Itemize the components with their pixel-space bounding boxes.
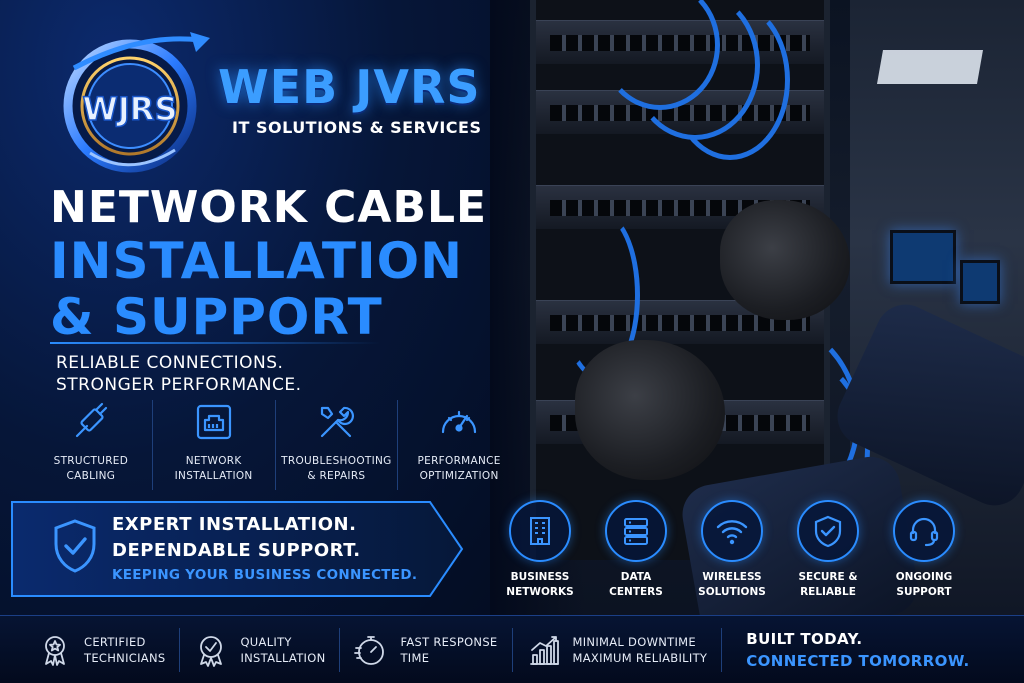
- footer-label-2: TECHNICIANS: [84, 650, 166, 665]
- ethernet-plug-icon: [75, 402, 107, 438]
- banner-line-1: EXPERT INSTALLATION.: [112, 514, 357, 535]
- headline-line-2: INSTALLATION: [50, 232, 463, 290]
- feature-label-1: NETWORK: [185, 455, 242, 467]
- monitor: [960, 260, 1000, 304]
- service-label-2: NETWORKS: [506, 586, 574, 598]
- wifi-icon: [716, 520, 748, 545]
- service-support: ONGOING SUPPORT: [876, 500, 972, 600]
- feature-list: STRUCTURED CABLING NETWORK INSTALLATION TR…: [30, 400, 520, 490]
- speedometer-icon: [442, 410, 477, 434]
- ceiling-light: [877, 50, 983, 84]
- service-secure: SECURE & RELIABLE: [780, 500, 876, 600]
- shield-check-icon: [814, 515, 842, 548]
- tagline-line-1: RELIABLE CONNECTIONS.: [56, 353, 284, 373]
- service-label-2: CENTERS: [609, 586, 663, 598]
- promo-banner: EXPERT INSTALLATION. DEPENDABLE SUPPORT.…: [10, 500, 465, 598]
- feature-label-1: PERFORMANCE: [417, 455, 501, 467]
- brand-logo: WJRS: [63, 32, 210, 173]
- quality-badge-icon: [200, 635, 223, 667]
- feature-network-installation: NETWORK INSTALLATION: [153, 400, 276, 490]
- feature-troubleshooting: TROUBLESHOOTING & REPAIRS: [276, 400, 399, 490]
- banner-line-2: DEPENDABLE SUPPORT.: [112, 540, 361, 561]
- feature-performance: PERFORMANCE OPTIMIZATION: [398, 400, 520, 490]
- headline-line-1: NETWORK CABLE: [50, 182, 488, 233]
- bar-chart-icon: [529, 635, 559, 665]
- stopwatch-icon: [354, 635, 385, 665]
- network-cable: [670, 0, 790, 160]
- footer-label-1: CERTIFIED: [84, 634, 146, 649]
- headline-line-3: & SUPPORT: [50, 288, 383, 346]
- logo-wordmark: WJRS: [83, 90, 178, 128]
- gloved-hand: [720, 200, 850, 320]
- service-label-2: RELIABLE: [800, 586, 856, 598]
- building-icon: [530, 517, 550, 545]
- headset-icon: [909, 517, 939, 547]
- headline-divider: [50, 342, 380, 344]
- service-wireless: WIRELESS SOLUTIONS: [684, 500, 780, 600]
- gloved-hand: [575, 340, 725, 480]
- brand-subtitle: IT SOLUTIONS & SERVICES: [232, 118, 482, 137]
- service-label-2: SUPPORT: [896, 586, 952, 598]
- tagline: RELIABLE CONNECTIONS. STRONGER PERFORMAN…: [56, 352, 302, 396]
- service-label-2: SOLUTIONS: [698, 586, 766, 598]
- footer-slogan-line-1: BUILT TODAY.: [746, 629, 863, 648]
- footer-label-1: MINIMAL DOWNTIME: [572, 634, 696, 649]
- footer-label-1: QUALITY: [240, 634, 292, 649]
- monitor: [890, 230, 956, 284]
- service-label-1: ONGOING: [895, 571, 953, 583]
- footer-slogan: BUILT TODAY. CONNECTED TOMORROW.: [722, 630, 969, 670]
- service-data-centers: DATA CENTERS: [588, 500, 684, 600]
- brand-name: WEB JVRS: [218, 60, 481, 114]
- tagline-line-2: STRONGER PERFORMANCE.: [56, 375, 302, 395]
- service-label-1: DATA: [620, 571, 652, 583]
- footer-label-2: MAXIMUM RELIABILITY: [572, 650, 708, 665]
- service-label-1: WIRELESS: [702, 571, 762, 583]
- service-business-networks: BUSINESS NETWORKS: [492, 500, 588, 600]
- service-list: BUSINESS NETWORKS DATA CENTERS: [492, 500, 972, 600]
- feature-label-2: CABLING: [66, 470, 116, 482]
- banner-line-3: KEEPING YOUR BUSINESS CONNECTED.: [112, 567, 418, 583]
- service-label-1: BUSINESS: [510, 571, 570, 583]
- footer-label-1: FAST RESPONSE: [400, 634, 498, 649]
- server-rack-photo: [490, 0, 1024, 683]
- feature-label-2: OPTIMIZATION: [419, 470, 499, 482]
- feature-label-1: STRUCTURED: [53, 455, 129, 467]
- footer-label-2: TIME: [400, 650, 430, 665]
- server-icon: [624, 518, 648, 545]
- banner-shape: [11, 501, 464, 597]
- headline: NETWORK CABLE INSTALLATION & SUPPORT: [50, 182, 488, 346]
- feature-label-1: TROUBLESHOOTING: [281, 455, 392, 467]
- service-label-1: SECURE &: [798, 571, 858, 583]
- feature-label-2: INSTALLATION: [174, 470, 253, 482]
- network-port-icon: [196, 404, 231, 440]
- feature-label-2: & REPAIRS: [307, 470, 366, 482]
- feature-structured-cabling: STRUCTURED CABLING: [30, 400, 153, 490]
- award-icon: [45, 635, 65, 666]
- shield-check-icon: [54, 519, 96, 573]
- footer-label-2: INSTALLATION: [240, 650, 326, 665]
- footer-slogan-line-2: CONNECTED TOMORROW.: [746, 651, 970, 670]
- tools-icon: [321, 406, 355, 438]
